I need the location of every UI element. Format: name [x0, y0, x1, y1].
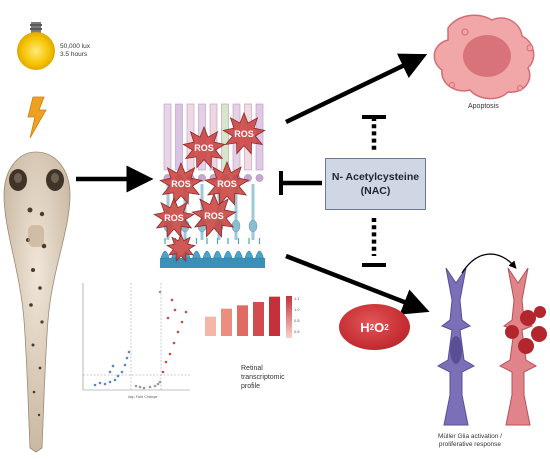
bar [237, 305, 248, 336]
volcano-point [180, 320, 184, 324]
apoptotic-cell-icon [433, 14, 535, 100]
ros-star: ROS [222, 111, 266, 155]
volcano-point [142, 386, 146, 390]
light-duration-text: 3.5 hours [60, 51, 88, 58]
volcano-point [176, 330, 180, 334]
colorbar-tick: 0.6 [294, 330, 300, 334]
muller-line-2: proliferative response [438, 441, 502, 448]
volcano-point [166, 316, 170, 320]
volcano-point [113, 378, 117, 382]
colorbar-tick: 1.2 [294, 297, 300, 301]
h2o2-sub-o: 2 [384, 322, 389, 332]
bar-colorbar: 1.2 1.0 0.8 0.6 [286, 296, 300, 338]
volcano-point [98, 381, 102, 385]
volcano-point [170, 298, 174, 302]
fold-change-bar-chart [205, 296, 280, 336]
ros-star: ROS [153, 196, 195, 238]
ros-star: ROS [182, 125, 226, 169]
volcano-point [173, 308, 177, 312]
colorbar-tick: 1.0 [294, 308, 300, 312]
volcano-point [108, 370, 112, 374]
light-exposure-label: 50,000 lux 3.5 hours [60, 43, 90, 59]
volcano-point [138, 385, 142, 389]
ros-label: ROS [194, 143, 214, 153]
bar [205, 316, 216, 336]
ros-label: ROS [204, 211, 224, 221]
light-bulb-icon [17, 22, 55, 70]
h2o2-o: O [374, 319, 385, 335]
bar [221, 308, 232, 336]
volcano-point [93, 383, 97, 387]
apoptosis-label: Apoptosis [468, 103, 499, 110]
inhibition-to-apoptosis [362, 115, 386, 150]
colorbar-tick: 0.8 [294, 319, 300, 323]
volcano-point [184, 310, 188, 314]
muller-line-1: Müller Glia activation / [438, 433, 502, 440]
muller-glia-label: Müller Glia activation / proliferative r… [438, 433, 502, 449]
nac-title: N- Acetylcysteine [331, 171, 420, 183]
volcano-plot: log₂ Fold Change [82, 283, 190, 399]
bar [253, 302, 264, 336]
ros-label: ROS [171, 179, 191, 189]
volcano-point [120, 370, 124, 374]
arrow-retina-to-muller-glia [285, 253, 430, 315]
zebrafish-larva-icon [3, 151, 71, 453]
volcano-point [111, 364, 115, 368]
volcano-point [164, 360, 168, 364]
lightning-bolt-icon [27, 96, 47, 139]
volcano-point [123, 363, 127, 367]
arrow-retina-to-apoptosis [285, 53, 428, 125]
muller-glia-after-icon [498, 267, 547, 426]
volcano-point [127, 350, 131, 354]
h2o2-h: H [360, 319, 370, 335]
transcriptomic-profile-label: Retinal transcriptomic profile [241, 364, 285, 391]
inhibition-to-retina [279, 171, 322, 195]
ros-star: ROS [204, 160, 250, 206]
volcano-point [116, 374, 120, 378]
volcano-point [125, 356, 129, 360]
ros-label: ROS [217, 179, 237, 189]
ros-label: ROS [164, 213, 184, 223]
ros-star [166, 232, 196, 263]
inhibition-to-muller-glia [362, 218, 386, 267]
volcano-point [103, 382, 107, 386]
nac-box: N- Acetylcysteine (NAC) [325, 158, 426, 210]
volcano-point [108, 380, 112, 384]
volcano-point [156, 382, 160, 386]
ros-stars: ROS ROS ROS ROS ROS ROS [153, 111, 266, 263]
volcano-point [168, 352, 172, 356]
bar [269, 296, 280, 336]
profile-line-2: transcriptomic [241, 374, 285, 381]
muller-activation-arrow [461, 253, 517, 274]
ros-star: ROS [191, 192, 237, 238]
profile-line-3: profile [241, 383, 261, 390]
light-intensity-text: 50,000 lux [60, 43, 90, 50]
volcano-point [172, 341, 176, 345]
volcano-point [153, 384, 157, 388]
h2o2-sub-h: 2 [369, 322, 375, 332]
volcano-point [158, 380, 162, 384]
volcano-point [148, 385, 152, 389]
volcano-point [161, 370, 165, 374]
volcano-point [134, 384, 138, 388]
muller-glia-before-icon [436, 267, 476, 426]
ros-star: ROS [159, 161, 203, 205]
ros-label: ROS [234, 129, 254, 139]
profile-line-1: Retinal [241, 365, 263, 372]
nac-abbrev: (NAC) [360, 185, 391, 197]
volcano-point [158, 290, 162, 294]
volcano-x-label: log₂ Fold Change [128, 395, 158, 399]
